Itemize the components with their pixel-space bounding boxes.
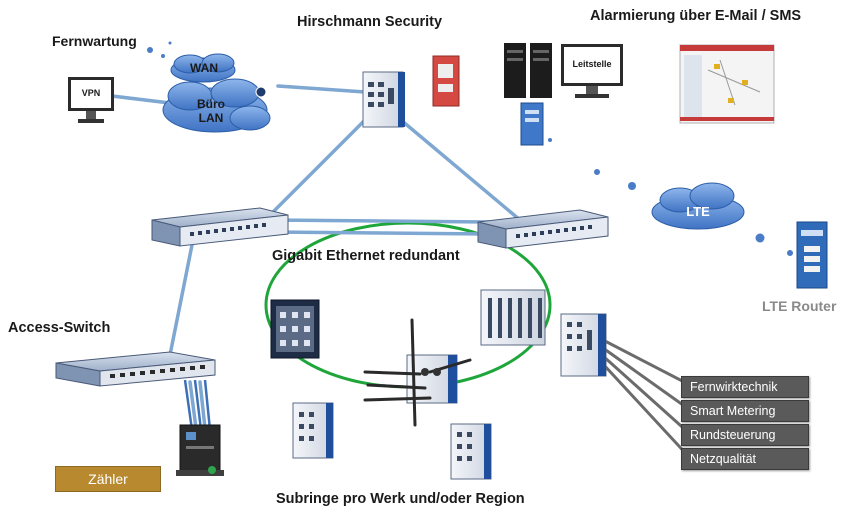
label-access-switch: Access-Switch [8,320,111,336]
cloud-label-buero: Büro [197,97,225,111]
leitstelle-monitor [561,44,623,98]
cloud-bubbles [147,41,793,256]
application-tag: Rundsteuerung [681,424,809,446]
cloud-label-lte: LTE [686,204,710,219]
link-lines [110,84,522,430]
monitor-label-leitstelle: Leitstelle [572,59,612,69]
rail-switch-icon [176,424,224,476]
alarm-screenshot [679,44,775,124]
access-blue-links [183,379,212,431]
ring-switch-top-right [480,289,546,346]
lte-cloud [651,182,745,230]
monitor-label-vpn: VPN [81,88,101,98]
backbone-switch-left [151,207,289,247]
ring-wireless-ap [363,318,472,427]
vpn-monitor [68,77,114,123]
cloud-label-lan: LAN [198,111,224,125]
cloud-label-wan: WAN [190,61,218,75]
ring-switch-left [270,299,320,359]
server-icons [504,43,552,98]
security-module-icon [362,71,405,128]
application-tag: Netzqualität [681,448,809,470]
backbone-switch-right [477,209,609,249]
firewall-lock-icon [255,86,267,98]
label-subringe: Subringe pro Werk und/oder Region [276,491,525,507]
ring-switch-bottom-left [292,402,334,459]
label-security: Hirschmann Security [297,14,443,30]
label-fernwartung: Fernwartung [52,33,137,49]
red-firewall-icon [432,55,460,107]
application-tag: Fernwirktechnik [681,376,809,398]
access-switch-icon [55,351,216,387]
label-alarm: Alarmierung über E-Mail / SMS [590,8,802,24]
buero-lan-cloud [162,78,271,133]
application-tag: Smart Metering [681,400,809,422]
small-switch-icon [520,102,544,146]
remote-switch-icon [560,313,607,377]
label-gigabit: Gigabit Ethernet redundant [272,248,460,264]
wan-cloud [170,53,236,83]
lte-router-icon [796,221,828,289]
application-lines [601,338,692,460]
label-lte-router: LTE Router [762,298,837,314]
ring-switch-bottom-right [450,423,492,480]
meter-label: Zähler [55,466,161,492]
